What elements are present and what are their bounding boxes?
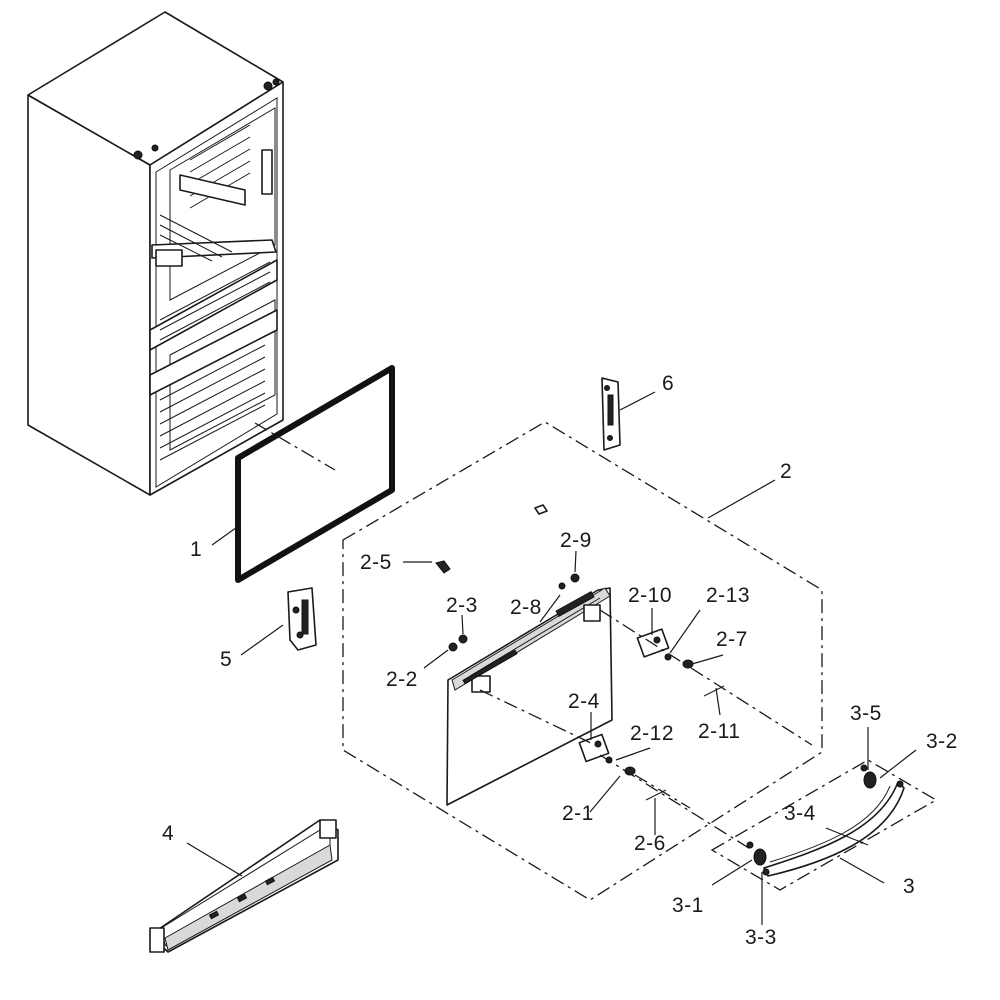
callout-2-13: 2-13 [706, 584, 750, 607]
door-handle-assembly [710, 759, 938, 891]
callout-2-5: 2-5 [360, 551, 392, 574]
callout-4: 4 [162, 822, 174, 845]
refrigerator-cabinet [27, 11, 284, 496]
callout-2-6: 2-6 [634, 832, 666, 855]
callout-2-7: 2-7 [716, 628, 748, 651]
callout-2: 2 [780, 460, 792, 483]
callout-2-12: 2-12 [630, 722, 674, 745]
assembly-axes [479, 609, 813, 851]
callout-2-10: 2-10 [628, 584, 672, 607]
callout-2-11: 2-11 [698, 720, 740, 743]
fasteners [435, 504, 725, 801]
hinge-left [287, 587, 317, 651]
freezer-door-panel [446, 587, 613, 806]
callout-3-5: 3-5 [850, 702, 882, 725]
callout-2-2: 2-2 [386, 668, 418, 691]
hinge-right [601, 377, 621, 451]
callout-2-4: 2-4 [568, 690, 600, 713]
callout-2-3: 2-3 [446, 594, 478, 617]
callout-2-8: 2-8 [510, 596, 542, 619]
callout-1: 1 [190, 538, 202, 561]
callout-labels: 1 2 3 4 5 6 2-1 2-2 2-3 2-4 2-5 2-6 2-7 … [162, 372, 958, 949]
door-gasket [235, 365, 395, 583]
callout-3: 3 [903, 875, 915, 898]
leader-lines [186, 391, 917, 925]
callout-6: 6 [662, 372, 674, 395]
callout-3-2: 3-2 [926, 730, 958, 753]
callout-2-9: 2-9 [560, 529, 592, 552]
drawer-bin [149, 819, 339, 953]
callout-3-4: 3-4 [784, 802, 816, 825]
callout-3-1: 3-1 [672, 894, 704, 917]
callout-5: 5 [220, 648, 232, 671]
callout-3-3: 3-3 [745, 926, 777, 949]
callout-2-1: 2-1 [562, 802, 594, 825]
